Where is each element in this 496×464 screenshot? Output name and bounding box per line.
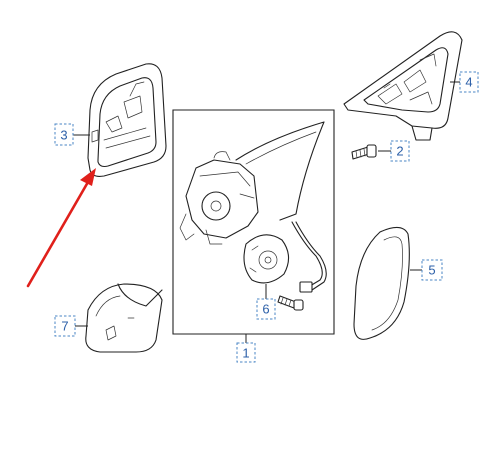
callout-5[interactable]: 5 <box>421 259 443 281</box>
callout-2-label: 2 <box>396 144 403 159</box>
callout-4-label: 4 <box>465 75 472 90</box>
callout-7[interactable]: 7 <box>54 315 76 337</box>
leader-lines <box>73 81 460 343</box>
callout-6-label: 6 <box>262 302 269 317</box>
part-3-mirror-frame[interactable] <box>87 63 167 177</box>
callout-7-label: 7 <box>61 319 68 334</box>
part-5-mirror-glass[interactable] <box>353 226 410 340</box>
part-1-mirror-assembly[interactable] <box>172 109 335 335</box>
callout-5-label: 5 <box>428 263 435 278</box>
callout-4[interactable]: 4 <box>459 71 479 93</box>
callout-6[interactable]: 6 <box>256 298 276 320</box>
part-2-screw[interactable] <box>351 144 377 160</box>
callout-3-label: 3 <box>60 128 67 143</box>
callout-1[interactable]: 1 <box>236 342 256 363</box>
part-4-mount-plate[interactable] <box>343 31 463 141</box>
callout-3[interactable]: 3 <box>54 123 74 146</box>
part-7-lower-cover[interactable] <box>85 283 163 353</box>
callout-1-label: 1 <box>242 346 249 361</box>
red-arrow-icon <box>26 168 96 288</box>
callout-2[interactable]: 2 <box>390 140 410 162</box>
